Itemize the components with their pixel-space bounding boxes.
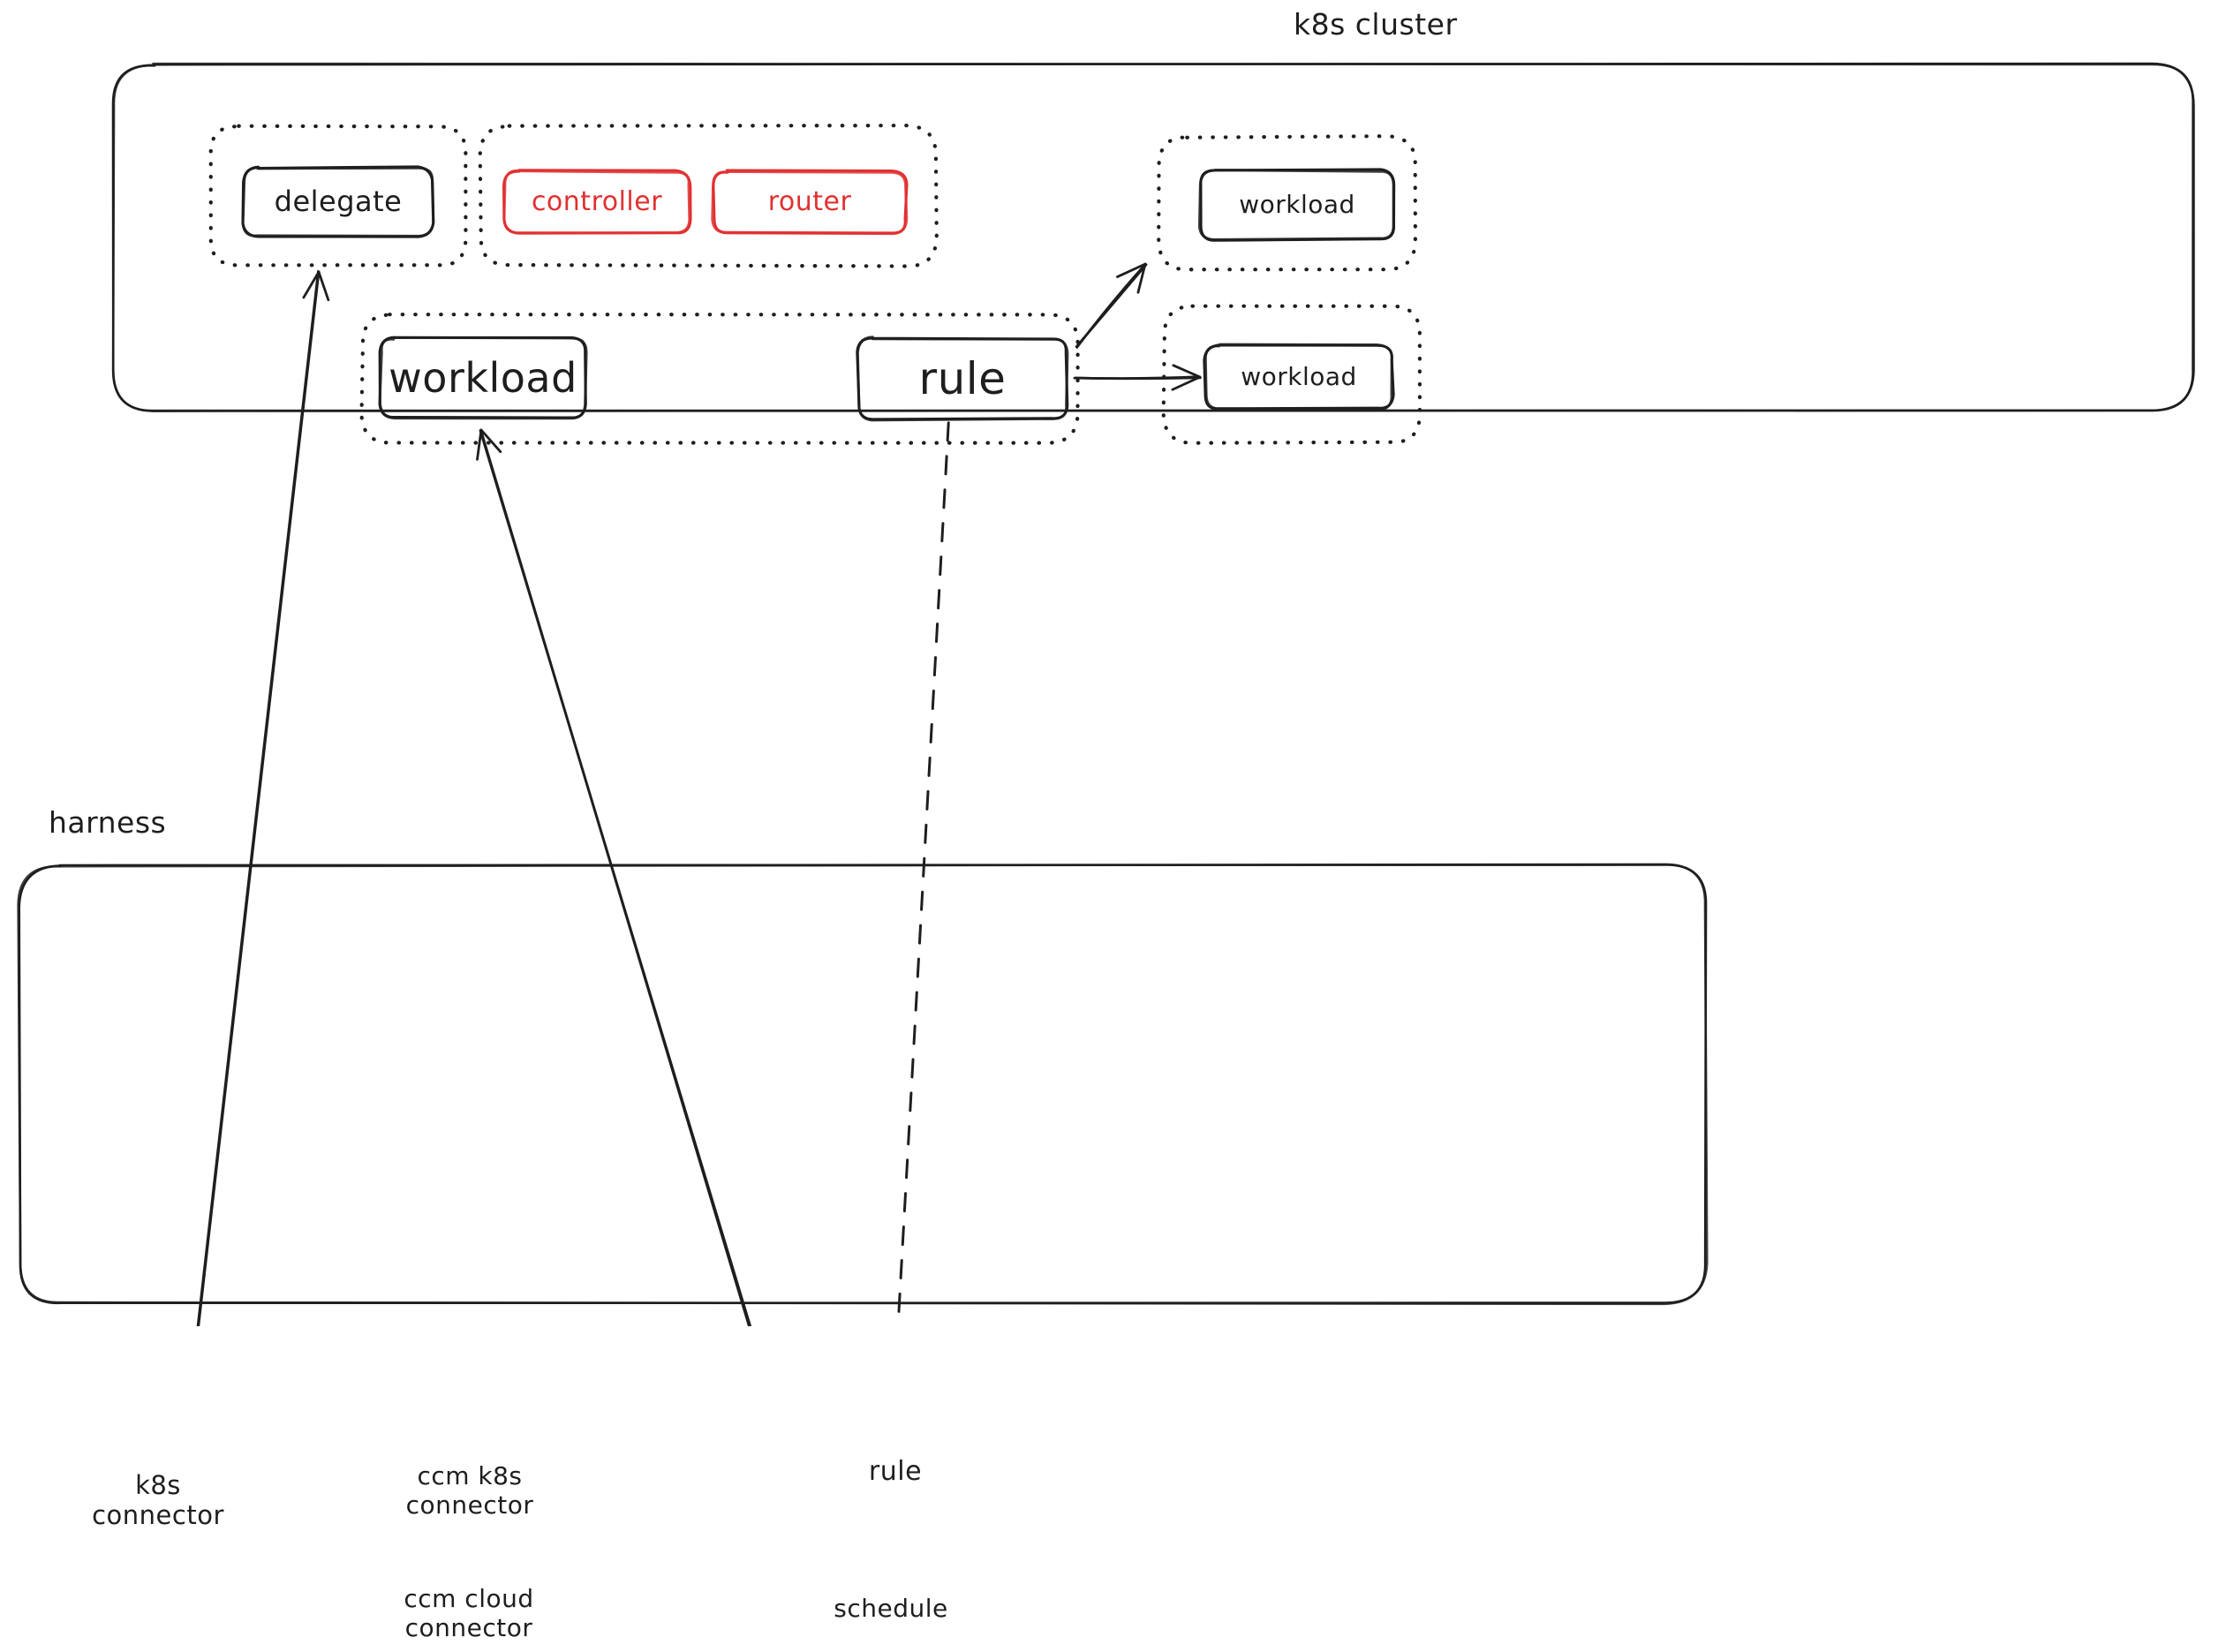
node-target-workload-2[interactable] — [1205, 345, 1392, 409]
node-k8s-connector[interactable] — [65, 1464, 251, 1536]
node-target-workload-1[interactable] — [1200, 170, 1394, 239]
node-harness-rule[interactable] — [800, 1440, 991, 1504]
node-router[interactable] — [713, 171, 906, 233]
node-ccm-cloud[interactable] — [376, 1574, 562, 1652]
node-cluster-rule[interactable] — [858, 338, 1067, 419]
node-cluster-workload[interactable] — [381, 338, 585, 418]
node-schedule[interactable] — [798, 1572, 984, 1646]
diagram-svg — [17, 62, 2195, 1326]
node-controller[interactable] — [504, 171, 690, 233]
group-label-harness: harness — [49, 805, 167, 840]
node-delegate[interactable] — [244, 168, 433, 237]
node-ccm-k8s[interactable] — [377, 1451, 562, 1530]
group-label-k8s-cluster: k8s cluster — [1294, 7, 1458, 41]
